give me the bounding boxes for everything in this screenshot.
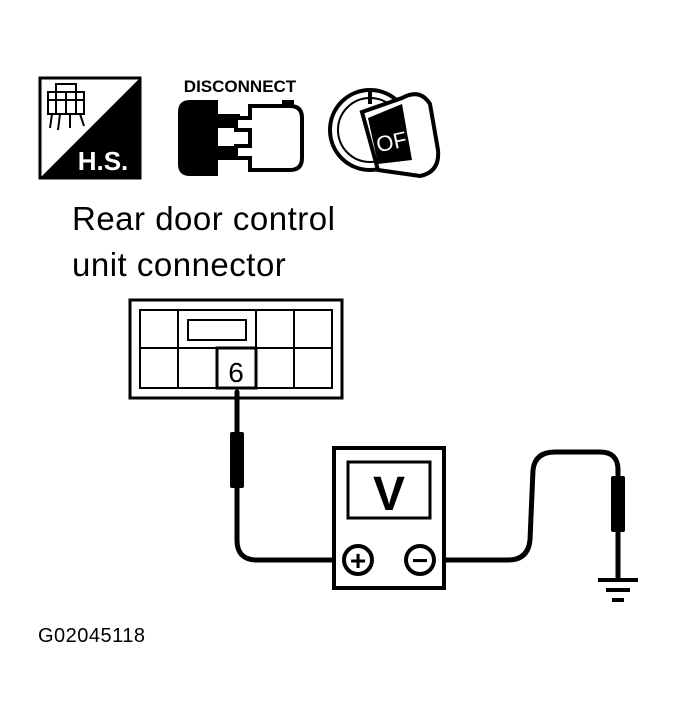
positive-probe: [230, 432, 244, 488]
pin-number: 6: [228, 357, 244, 388]
connector-label-line-2: unit connector: [72, 246, 287, 283]
negative-terminal-icon: −: [404, 544, 436, 576]
connector-mini-icon: [47, 83, 85, 131]
positive-terminal-icon: +: [342, 544, 374, 576]
voltmeter: V + −: [332, 446, 446, 590]
negative-terminal-sign: −: [412, 545, 428, 576]
rear-door-control-unit-connector: 6: [128, 298, 344, 400]
ground-probe: [611, 476, 625, 532]
test-lead-wires: [234, 389, 621, 581]
positive-terminal-sign: +: [350, 545, 366, 576]
ground-symbol: [598, 578, 638, 602]
harness-sensor-icon: H.S.: [38, 76, 142, 180]
figure-id: G02045118: [38, 625, 146, 647]
voltmeter-symbol: V: [373, 468, 405, 521]
disconnect-text: DISCONNECT: [184, 77, 297, 96]
ignition-key-off-icon: OFF: [328, 88, 441, 179]
disconnect-connector-icon: DISCONNECT: [178, 77, 304, 176]
connector-label-line-1: Rear door control: [72, 200, 336, 237]
hs-text: H.S.: [78, 146, 129, 176]
